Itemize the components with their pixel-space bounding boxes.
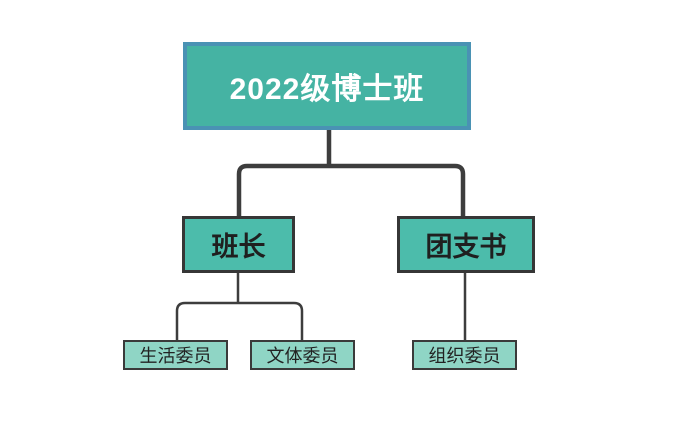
node-class-monitor[interactable]: 班长 (182, 216, 295, 273)
node-organization-committee[interactable]: 组织委员 (412, 340, 517, 370)
node-league-secretary-label: 团支书 (425, 232, 507, 262)
connector-root-to-level2 (236, 130, 466, 216)
node-class-monitor-label: 班长 (211, 232, 266, 262)
node-life-committee-label: 生活委员 (139, 346, 212, 366)
node-root-class[interactable]: 2022级博士班 (183, 42, 471, 130)
node-root-label: 2022级博士班 (229, 73, 425, 106)
node-league-secretary[interactable]: 团支书 (397, 216, 535, 273)
connector-monitor-to-leaves (175, 273, 304, 340)
node-organization-committee-label: 组织委员 (428, 346, 501, 366)
node-culture-sports-committee[interactable]: 文体委员 (250, 340, 355, 370)
node-culture-sports-committee-label: 文体委员 (266, 346, 339, 366)
node-life-committee[interactable]: 生活委员 (123, 340, 228, 370)
